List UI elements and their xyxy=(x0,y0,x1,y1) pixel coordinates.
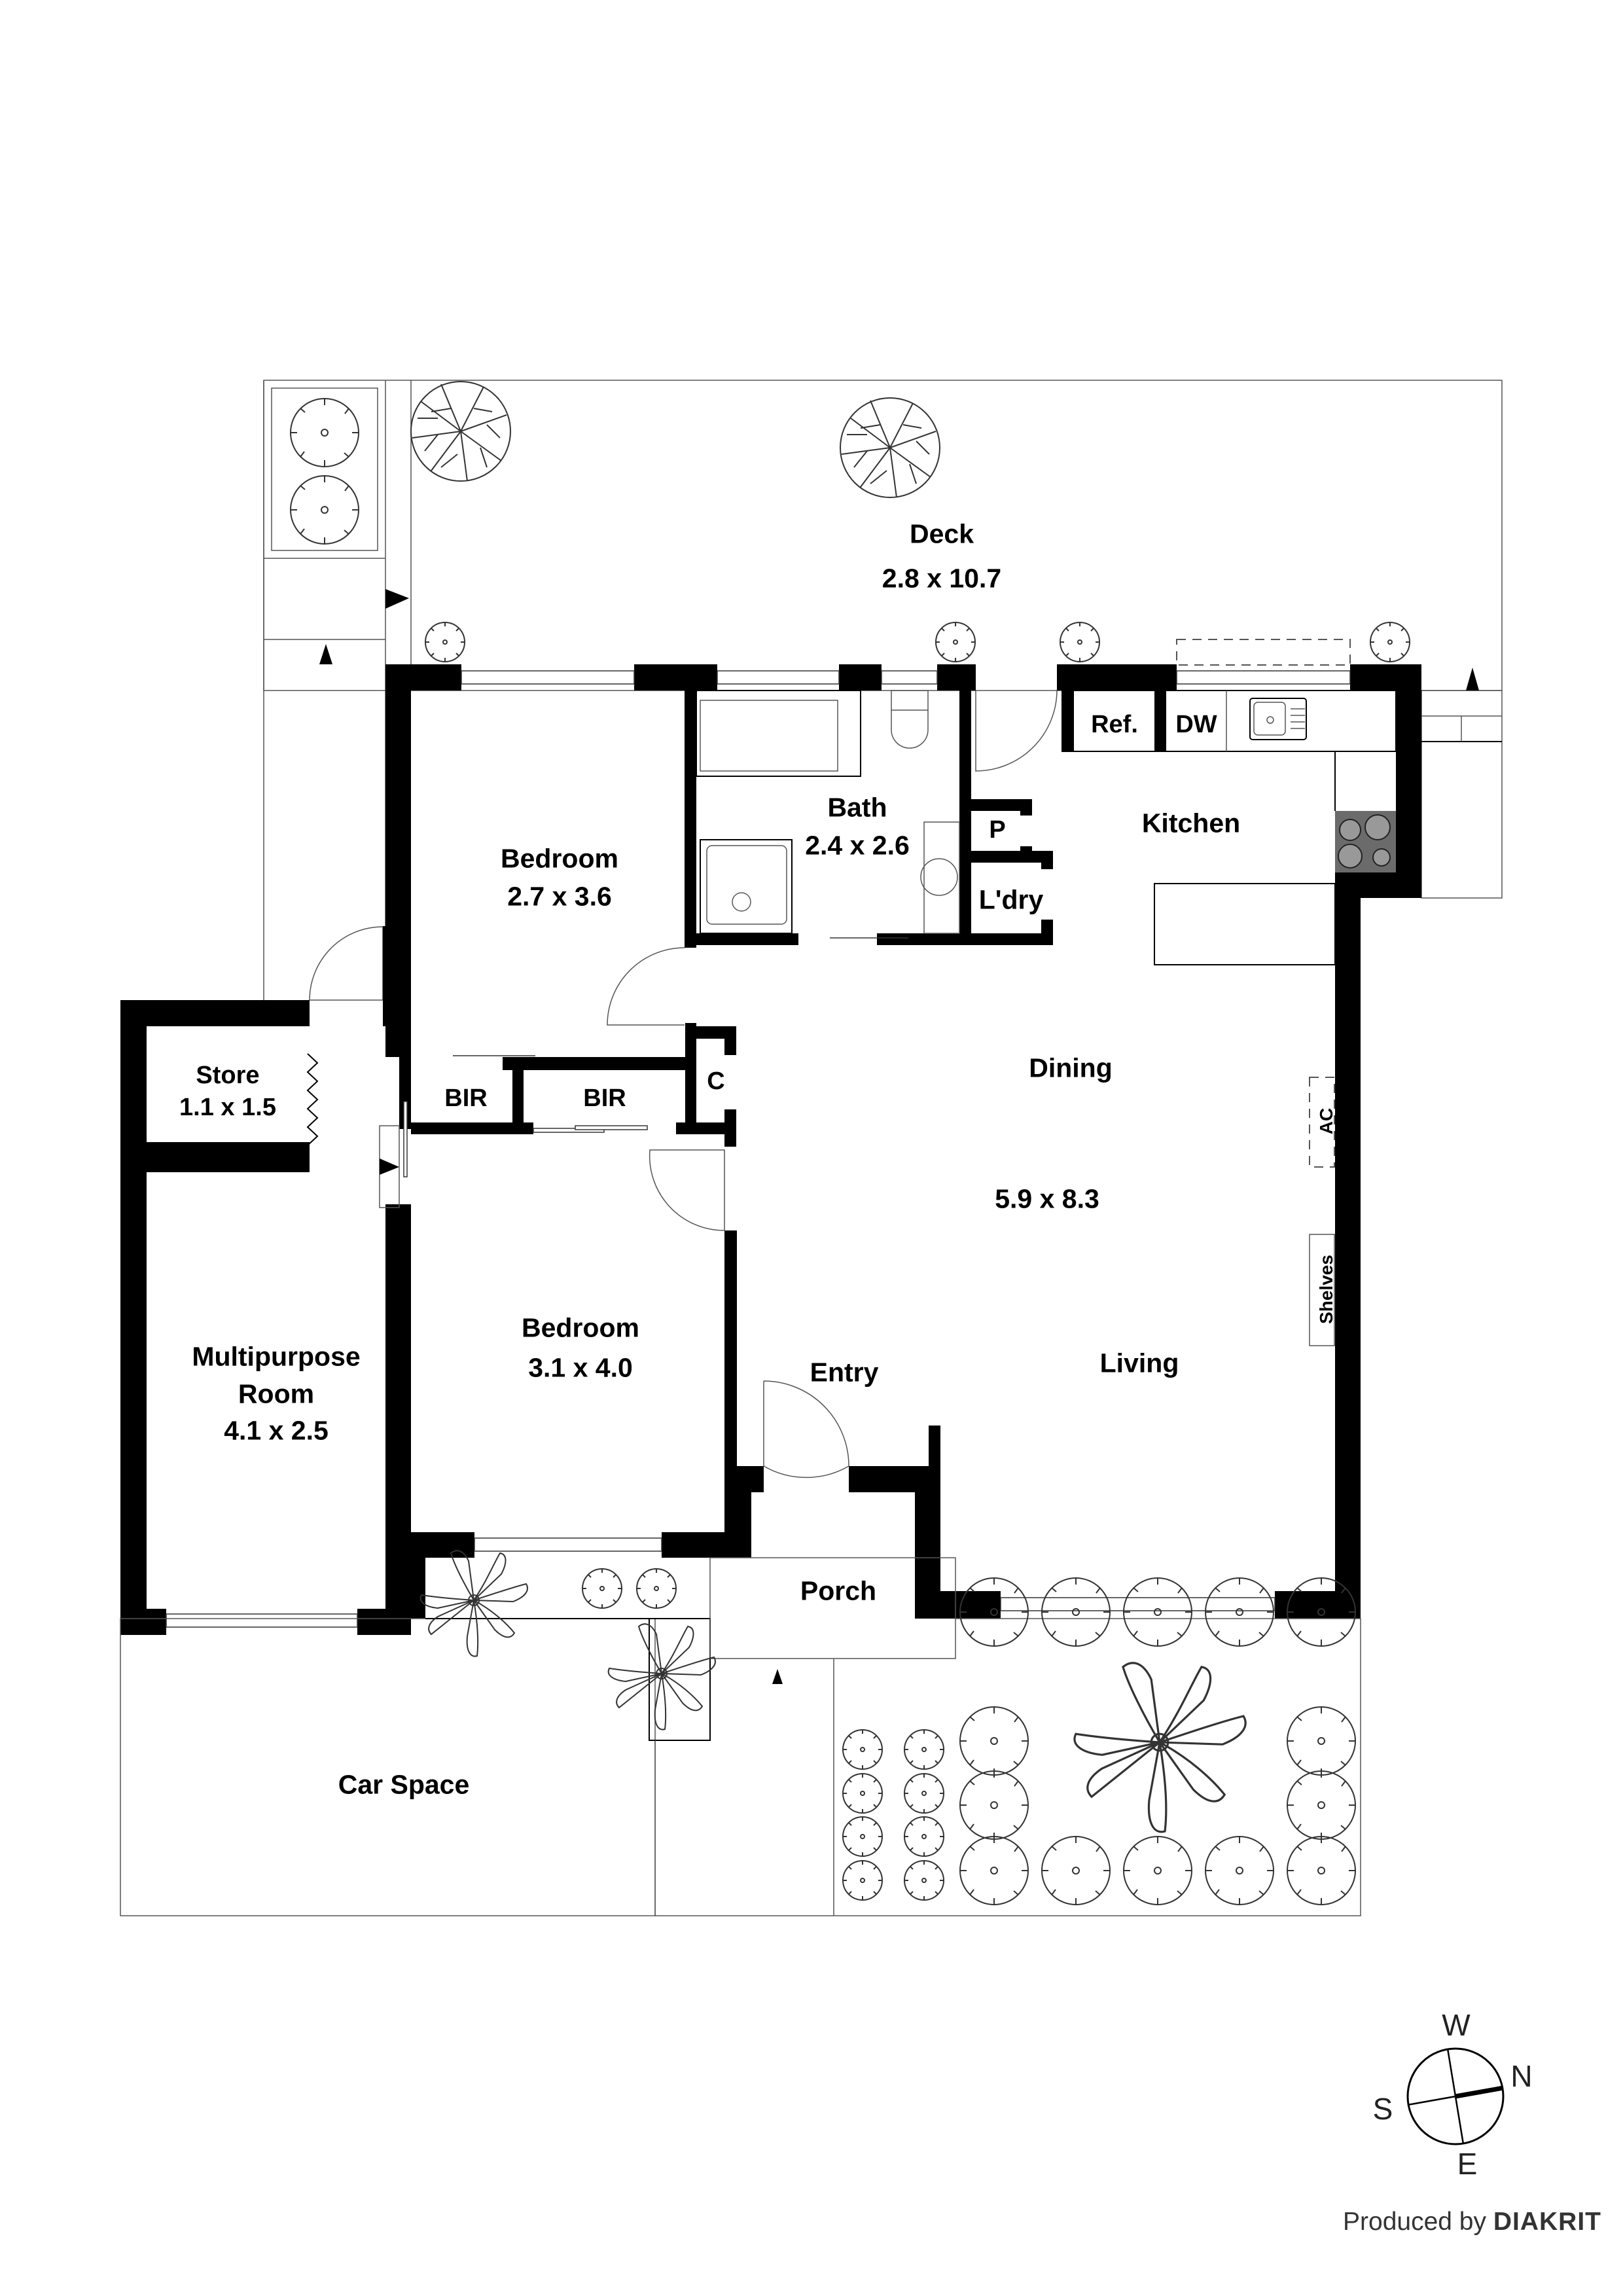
compass-south: S xyxy=(1372,2092,1393,2126)
dw-label: DW xyxy=(1175,711,1217,738)
pergola-outline xyxy=(1176,639,1351,666)
compass-east: E xyxy=(1457,2147,1478,2181)
pantry-label: P xyxy=(989,816,1006,844)
bedroom1-label: Bedroom xyxy=(501,843,618,874)
compass-icon xyxy=(1406,2047,1505,2145)
back-door xyxy=(975,690,1058,772)
ref-label: Ref. xyxy=(1091,711,1138,738)
bedroom2-door xyxy=(649,1149,725,1231)
deck-label: Deck xyxy=(909,518,974,549)
shelves-label: Shelves xyxy=(1316,1255,1336,1324)
porch-outline xyxy=(709,1557,956,1659)
deck-dims: 2.8 x 10.7 xyxy=(882,563,1002,594)
vanity xyxy=(923,821,960,934)
ac-unit xyxy=(1309,1077,1335,1168)
bedroom1-dims: 2.7 x 3.6 xyxy=(507,881,612,912)
shelves-unit xyxy=(1309,1234,1335,1346)
bath-dims: 2.4 x 2.6 xyxy=(805,830,910,861)
producer-credit: Produced by DIAKRIT xyxy=(1343,2208,1601,2236)
credit-prefix: Produced by xyxy=(1343,2208,1486,2236)
laundry-label: L'dry xyxy=(978,884,1044,915)
bedroom2-label: Bedroom xyxy=(522,1312,639,1343)
car-space-label: Car Space xyxy=(338,1769,470,1800)
entry-label: Entry xyxy=(810,1357,879,1388)
sink xyxy=(1249,698,1307,740)
store-label: Store xyxy=(196,1062,260,1089)
porch-label: Porch xyxy=(800,1575,877,1606)
kitchen-label: Kitchen xyxy=(1141,808,1241,838)
entry-arrow-icon xyxy=(772,1669,783,1684)
multipurpose-label-1: Multipurpose xyxy=(192,1341,361,1372)
car-space-outline xyxy=(120,1618,656,1916)
dining-label: Dining xyxy=(1029,1052,1113,1083)
kitchen-island xyxy=(1154,883,1336,965)
multipurpose-dims: 4.1 x 2.5 xyxy=(224,1415,329,1446)
multipurpose-label-2: Room xyxy=(238,1378,315,1409)
living-dims: 5.9 x 8.3 xyxy=(995,1183,1099,1214)
bedroom2-dims: 3.1 x 4.0 xyxy=(528,1352,633,1383)
shower xyxy=(700,839,793,934)
living-label: Living xyxy=(1099,1348,1179,1378)
compass-north: N xyxy=(1510,2059,1533,2093)
store-dims: 1.1 x 1.5 xyxy=(179,1094,276,1121)
deck-right-arrow-icon xyxy=(1466,668,1479,691)
entry-door xyxy=(763,1380,849,1479)
compass-west: W xyxy=(1442,2008,1471,2042)
ac-label: AC xyxy=(1316,1107,1336,1135)
side-arrow-icon xyxy=(319,644,332,664)
kitchen-bench xyxy=(1061,690,1397,752)
bathtub xyxy=(700,700,838,772)
deck-arrow-icon xyxy=(385,589,409,609)
closet-label: C xyxy=(707,1067,725,1095)
planter-box xyxy=(271,387,378,551)
toilet xyxy=(891,690,929,711)
bir1-label: BIR xyxy=(444,1085,488,1112)
bath-label: Bath xyxy=(827,792,887,823)
bir2-label: BIR xyxy=(583,1085,626,1112)
bedroom1-door xyxy=(607,947,685,1026)
deck-outline xyxy=(263,380,1503,691)
credit-brand: DIAKRIT xyxy=(1493,2208,1601,2236)
